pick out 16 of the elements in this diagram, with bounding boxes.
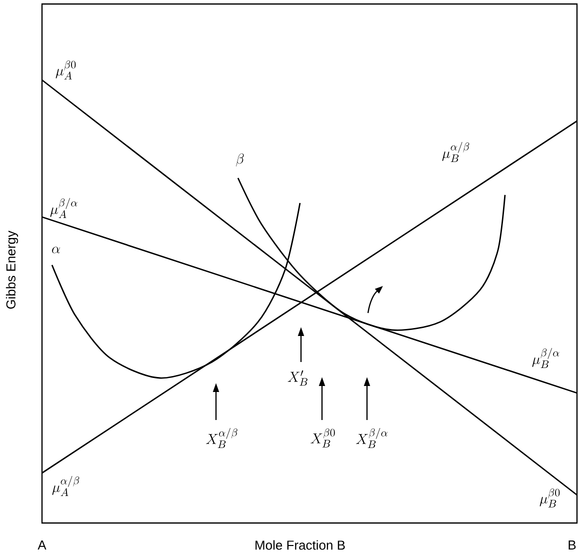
axis-label: Gibbs Energy bbox=[6, 230, 18, 309]
composition-label: $X_B^{\beta/\alpha}$ bbox=[356, 428, 388, 448]
line-label: $\mu_B^{\beta 0}$ bbox=[540, 488, 560, 508]
line-label: $\mu_A^{\beta/\alpha}$ bbox=[50, 198, 78, 218]
line-label: $\mu_B^{\beta/\alpha}$ bbox=[532, 348, 560, 368]
composition-label: $X_B^{\alpha/\beta}$ bbox=[206, 428, 238, 448]
line-label: $\mu_A^{\alpha/\beta}$ bbox=[52, 476, 80, 496]
curve-label: $\beta$ bbox=[236, 153, 244, 166]
axis-label: Mole Fraction B bbox=[256, 540, 345, 550]
composition-label: $X'_B$ bbox=[288, 370, 308, 386]
line-label: $\mu_B^{\alpha/\beta}$ bbox=[442, 142, 470, 162]
composition-label: $X_B^{\beta 0}$ bbox=[310, 428, 335, 448]
line-label: $\mu_A^{\beta 0}$ bbox=[56, 60, 76, 80]
axis-label: B bbox=[568, 540, 576, 550]
curve-label: $\alpha$ bbox=[52, 246, 60, 254]
axis-label: A bbox=[38, 540, 46, 550]
